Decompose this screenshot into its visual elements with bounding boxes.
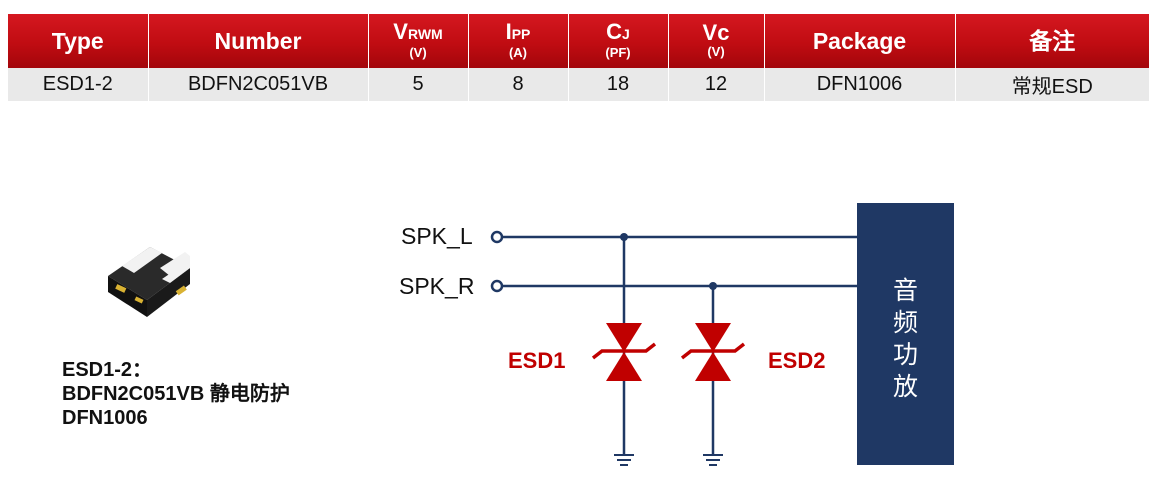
audio-amplifier-label: 音 频 功 放 [857,275,954,403]
caption-line-1: ESD1-2： [62,359,153,381]
cell-type: ESD1-2 [8,68,149,101]
caption-line-3: DFN1006 [62,407,148,429]
cell-package: DFN1006 [764,68,956,101]
cell-vc: 12 [668,68,765,101]
cell-vrwm: 5 [368,68,469,101]
spk-l-terminal [490,230,504,244]
header-vc-symbol: Vc [702,20,730,45]
amp-char: 频 [892,309,918,337]
header-package: Package [764,14,956,68]
net-label-spk-r: SPK_R [399,273,475,299]
amp-char: 功 [892,341,918,369]
header-ipp-unit: (A) [508,45,528,60]
header-vc-unit: (V) [707,44,725,59]
spk-r-terminal [490,279,504,293]
header-remark: 备注 [955,14,1149,68]
esd2-label: ESD2 [768,348,826,373]
caption-line-2: BDFN2C051VB 静电防护 [62,383,290,405]
header-vrwm-unit: (V) [409,45,427,60]
junction-dot [620,233,628,241]
esd1-tvs-symbol [591,323,657,381]
header-cj-subscript: J [622,26,630,42]
amp-char: 音 [892,277,918,305]
header-vrwm: VRWM (V) [368,14,469,68]
component-caption: ESD1-2： BDFN2C051VB 静电防护 DFN1006 [62,358,290,430]
cell-cj: 18 [568,68,669,101]
esd2-tvs-symbol [680,323,746,381]
header-ipp-symbol: I [505,19,512,44]
spec-table: Type Number VRWM (V) IPP (A) CJ (PF) Vc … [8,14,1149,101]
cell-number: BDFN2C051VB [148,68,369,101]
header-number: Number [148,14,369,68]
header-cj-unit: (PF) [605,45,631,60]
net-label-spk-l: SPK_L [401,223,473,249]
ground-symbol [614,454,634,466]
header-ipp-subscript: PP [511,26,531,42]
ground-symbol [703,454,723,466]
header-type: Type [8,14,149,68]
table-row: ESD1-2 BDFN2C051VB 5 8 18 12 DFN1006 常规E… [8,68,1149,101]
header-vrwm-subscript: RWM [407,26,443,42]
table-header-row: Type Number VRWM (V) IPP (A) CJ (PF) Vc … [8,14,1149,68]
header-cj: CJ (PF) [568,14,669,68]
junction-dot [709,282,717,290]
cell-remark: 常规ESD [955,68,1149,101]
header-vrwm-symbol: V [393,19,408,44]
header-ipp: IPP (A) [468,14,569,68]
cell-ipp: 8 [468,68,569,101]
dfn1006-package-image [108,247,190,317]
esd1-label: ESD1 [508,348,566,373]
header-vc: Vc (V) [668,14,765,68]
header-cj-symbol: C [606,19,623,44]
audio-amplifier-block: 音 频 功 放 [857,203,954,465]
amp-char: 放 [892,373,918,401]
